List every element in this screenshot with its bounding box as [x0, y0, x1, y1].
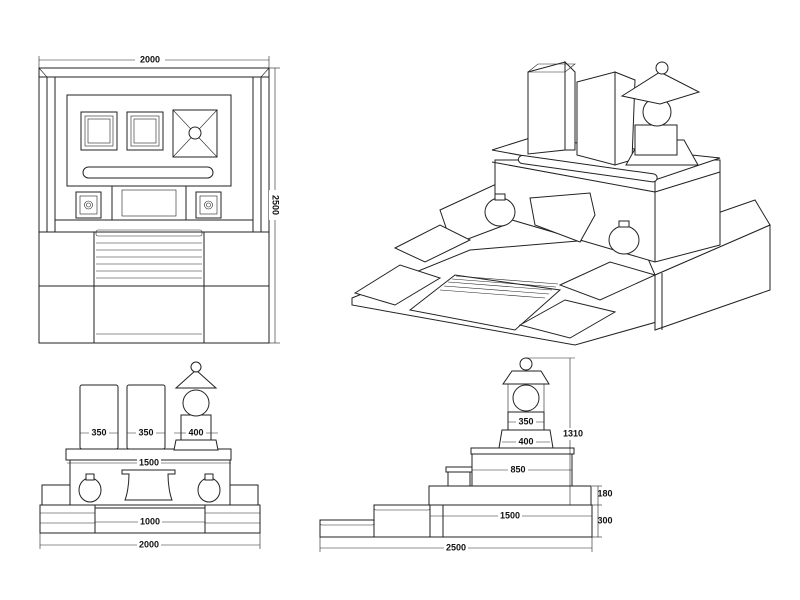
side-elevation: 350 400 1310 850 180 300 1500 2500 [319, 357, 613, 553]
stone2-width-label: 350 [138, 427, 153, 437]
plan-view: 2000 2500 [38, 54, 281, 344]
upper-panel [66, 94, 232, 187]
overall-width-label: 2000 [139, 539, 159, 549]
platform-depth-label: 850 [510, 464, 525, 474]
step-width-label: 1000 [140, 516, 160, 526]
front-elevation: 350 350 400 1500 1000 2000 [39, 361, 261, 550]
lantern-base-width-label: 400 [518, 436, 533, 446]
isometric-view [351, 60, 771, 346]
base-height-label: 300 [597, 515, 612, 525]
lantern-top-width-label: 350 [518, 416, 533, 426]
plan-width-label: 2000 [140, 54, 160, 64]
overall-depth-label: 2500 [446, 542, 466, 552]
slab-height-label: 180 [597, 488, 612, 498]
platform-width-label: 1500 [139, 457, 159, 467]
total-height-label: 1310 [563, 428, 583, 438]
plan-depth-label: 2500 [271, 195, 281, 215]
stone1-width-label: 350 [91, 427, 106, 437]
lantern-width-label: 400 [188, 427, 203, 437]
base-depth-label: 1500 [500, 510, 520, 520]
